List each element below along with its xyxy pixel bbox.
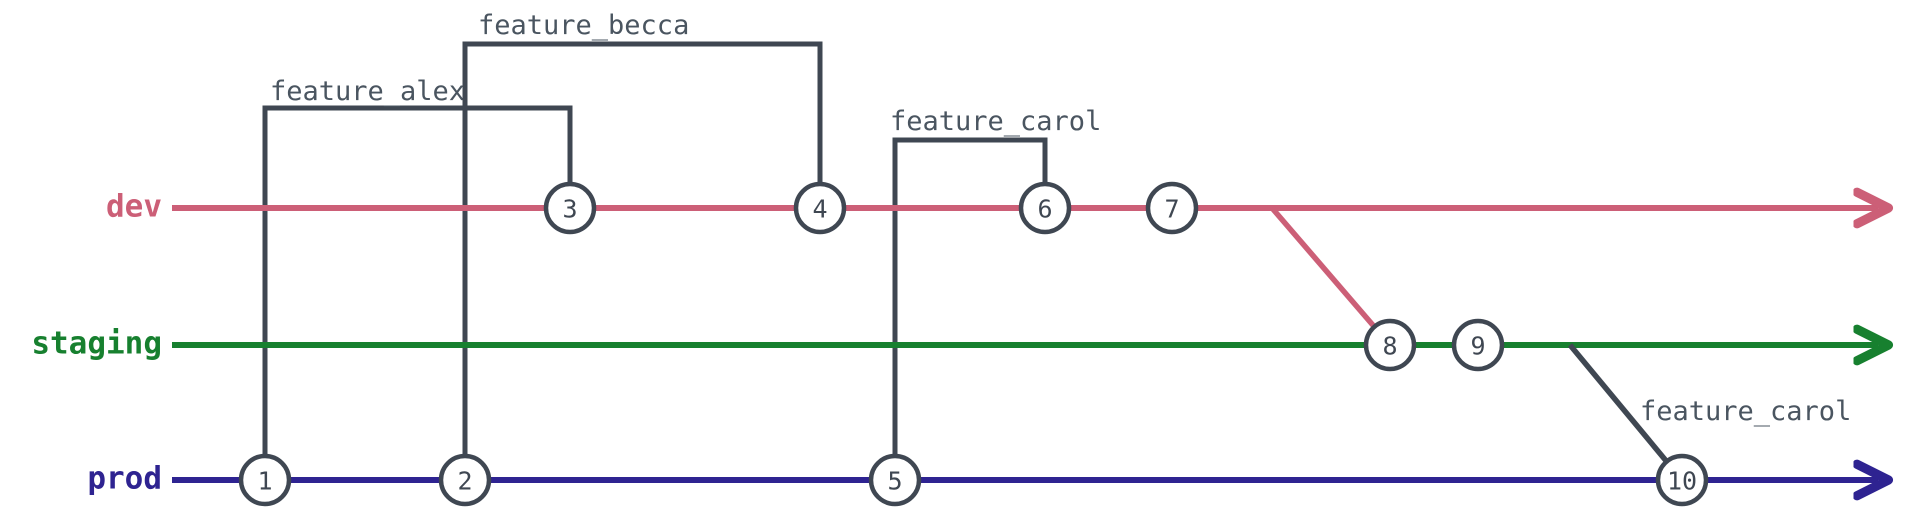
commit-label-8: 8: [1382, 332, 1397, 361]
commit-circle-3: [543, 181, 597, 235]
feature_alex-label: feature_alex: [270, 76, 465, 107]
merge-staging-to-prod-label: feature_carol: [1640, 396, 1851, 427]
commit-node-6[interactable]: 6: [1018, 181, 1072, 235]
commit-node-1[interactable]: 1: [238, 453, 292, 507]
branch-label-staging: staging: [31, 326, 162, 362]
commit-node-8[interactable]: 8: [1363, 318, 1417, 372]
merge-staging-to-prod[interactable]: [1567, 343, 1685, 482]
commit-node-3[interactable]: 3: [543, 181, 597, 235]
commit-node-9[interactable]: 9: [1451, 318, 1505, 372]
feature_becca-label: feature_becca: [478, 10, 689, 41]
commit-circle-10: [1655, 453, 1709, 507]
commit-circle-9: [1451, 318, 1505, 372]
feature-branch-feature_alex[interactable]: feature_alex: [262, 76, 573, 480]
commit-circle-4: [793, 181, 847, 235]
commit-node-5[interactable]: 5: [868, 453, 922, 507]
commit-nodes-layer: 1 2 3 4 5 6: [238, 181, 1709, 507]
feature-branch-feature_becca[interactable]: feature_becca: [462, 10, 823, 480]
feature-branch-feature_carol-top[interactable]: feature_carol: [890, 106, 1101, 480]
commit-label-3: 3: [562, 195, 577, 224]
commit-circle-6: [1018, 181, 1072, 235]
feature-branch-layer: feature_alex feature_becca feature_carol: [262, 10, 1101, 480]
commit-circle-1: [238, 453, 292, 507]
commit-circle-2: [438, 453, 492, 507]
commit-node-2[interactable]: 2: [438, 453, 492, 507]
commit-label-9: 9: [1470, 332, 1485, 361]
branch-label-prod: prod: [87, 461, 162, 497]
commit-node-4[interactable]: 4: [793, 181, 847, 235]
branch-labels-layer: dev staging prod: [31, 189, 162, 497]
merge-dev-to-staging[interactable]: [1269, 206, 1393, 347]
feature_carol-top-path: [892, 137, 1048, 480]
commit-label-2: 2: [457, 467, 472, 496]
commit-circle-8: [1363, 318, 1417, 372]
commit-label-1: 1: [257, 467, 272, 496]
commit-circle-5: [868, 453, 922, 507]
branch-lines-layer: [172, 208, 1878, 480]
commit-label-4: 4: [812, 195, 827, 224]
merge-layer: feature_carol: [1269, 206, 1851, 482]
branch-label-dev: dev: [106, 189, 162, 225]
commit-circle-7: [1145, 181, 1199, 235]
commit-label-10: 10: [1667, 467, 1697, 496]
feature_carol-top-label: feature_carol: [890, 106, 1101, 137]
commit-label-7: 7: [1164, 195, 1179, 224]
commit-node-7[interactable]: 7: [1145, 181, 1199, 235]
commit-label-5: 5: [887, 467, 902, 496]
commit-label-6: 6: [1037, 195, 1052, 224]
feature_becca-path: [462, 41, 823, 480]
feature_alex-path: [262, 105, 573, 480]
commit-node-10[interactable]: 10: [1655, 453, 1709, 507]
